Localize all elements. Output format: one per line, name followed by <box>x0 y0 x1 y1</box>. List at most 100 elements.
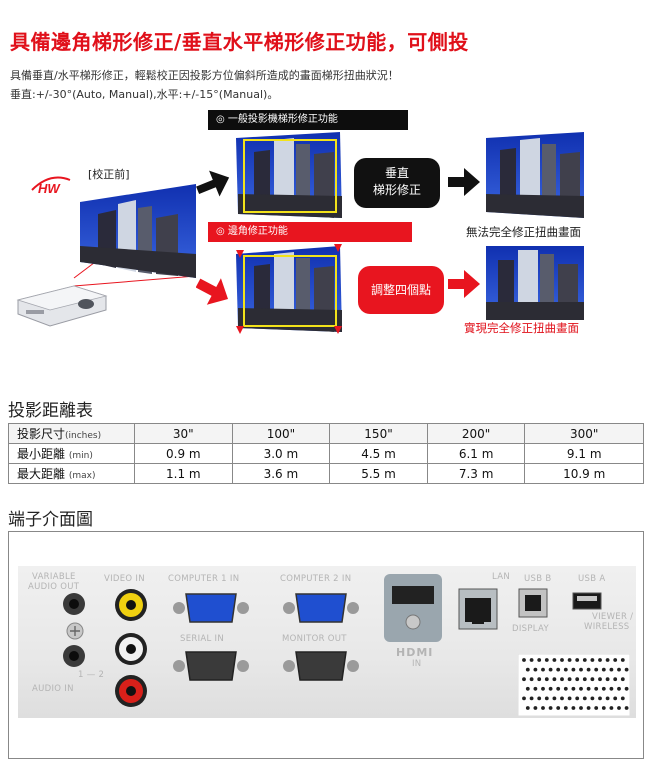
bubble-vertical-line-1: 垂直 <box>384 166 409 180</box>
vent-hole <box>560 677 564 682</box>
serial-in-port <box>173 651 249 681</box>
vent-hole <box>541 667 545 672</box>
row-label: 最小距離 (min) <box>8 443 135 464</box>
label-usb-a: USB A <box>578 574 606 584</box>
vent-hole <box>579 706 583 710</box>
arrow-right-red-icon <box>196 278 229 305</box>
bubble-vertical-keystone: 垂直 梯形修正 <box>354 158 440 208</box>
label-hdmi: HDMI <box>396 646 434 659</box>
row-label-text: 最大距離 <box>17 467 66 481</box>
vent-hole <box>613 696 618 701</box>
bubble-vertical-line-2: 梯形修正 <box>372 183 421 197</box>
vent-hole <box>598 677 602 682</box>
keystone-diagram: HW [校正前] ◎ 一般投影機梯形修正功能 ◎ 邊角修正功能 <box>0 106 650 396</box>
table-cell: 0.9 m <box>134 443 233 464</box>
vent-hole <box>548 686 553 691</box>
vent-hole <box>575 677 580 682</box>
vent-hole <box>579 686 583 691</box>
before-correction-label: [校正前] <box>88 168 130 181</box>
vent-hole <box>605 658 610 662</box>
caption-incomplete-correction: 無法完全修正扭曲畫面 <box>466 225 581 239</box>
row-label-unit: (min) <box>68 451 93 461</box>
table-cell: 7.3 m <box>426 463 526 484</box>
vent-hole <box>544 658 549 662</box>
hdmi-in-port <box>384 574 442 642</box>
vent-hole <box>620 696 625 701</box>
monitor-out-port <box>283 651 359 681</box>
table-header-cell: 投影尺寸(inches) <box>8 423 135 444</box>
vent-hole <box>575 696 580 701</box>
label-monitor-out: MONITOR OUT <box>282 634 347 644</box>
arrow-right-icon <box>196 170 230 197</box>
label-viewer: VIEWER / <box>592 612 634 622</box>
vent-hole <box>533 686 538 691</box>
vent-hole <box>556 686 561 691</box>
arrow-right-icon <box>448 168 480 196</box>
vent-hole <box>620 658 625 662</box>
vent-hole <box>598 696 602 701</box>
header-unit: (inches) <box>65 431 102 441</box>
vent-hole <box>586 667 591 672</box>
vent-hole <box>601 706 606 710</box>
vent-hole <box>563 706 568 710</box>
table-cell: 9.1 m <box>524 443 644 464</box>
vent-hole <box>571 706 576 710</box>
audio-in-red-rca-jack <box>115 675 147 707</box>
vent-hole <box>586 706 591 710</box>
table-header-cell: 30" <box>134 423 233 444</box>
vent-hole <box>529 677 534 682</box>
table-header-cell: 300" <box>524 423 644 444</box>
table-cell: 1.1 m <box>134 463 233 484</box>
vent-hole <box>548 667 553 672</box>
arrow-right-red-icon <box>448 270 480 298</box>
vent-hole <box>567 677 572 682</box>
vent-hole <box>571 667 576 672</box>
computer1-vga-port <box>173 593 249 623</box>
projector-illustration <box>16 285 108 327</box>
vent-hole <box>579 667 583 672</box>
table-cell: 6.1 m <box>426 443 526 464</box>
vent-hole <box>624 667 629 672</box>
audio-in-white-rca-jack <box>115 633 147 665</box>
vent-hole <box>594 667 599 672</box>
table-cell: 3.6 m <box>231 463 331 484</box>
vent-hole <box>609 667 614 672</box>
vent-hole <box>613 677 618 682</box>
vent-hole <box>601 686 606 691</box>
banner-corner-correction: ◎ 邊角修正功能 <box>208 222 412 242</box>
vent-hole <box>529 696 534 701</box>
screw-icon <box>66 622 84 640</box>
table-row: 最小距離 (min) 0.9 m 3.0 m 4.5 m 6.1 m 9.1 m <box>8 443 644 464</box>
label-video-in: VIDEO IN <box>104 574 145 584</box>
vent-hole <box>541 686 545 691</box>
ports-section-title: 端子介面圖 <box>8 510 93 530</box>
vent-hole <box>620 677 625 682</box>
row-label: 最大距離 (max) <box>8 463 135 484</box>
vent-hole <box>617 667 621 672</box>
page-title: 具備邊角梯形修正/垂直水平梯形修正功能，可側投 <box>10 30 469 54</box>
vent-hole <box>598 658 602 662</box>
row-label-text: 最小距離 <box>17 447 66 461</box>
result-image-incomplete <box>486 132 584 218</box>
vent-hole <box>533 706 538 710</box>
table-header-cell: 100" <box>231 423 331 444</box>
vent-hole <box>544 696 549 701</box>
label-display: DISPLAY <box>512 624 549 634</box>
brand-logo-icon: HW <box>31 176 71 196</box>
distorted-image-before <box>80 184 196 278</box>
vent-hole <box>548 706 553 710</box>
vent-hole <box>609 686 614 691</box>
vent-hole <box>522 696 526 701</box>
vent-hole <box>537 677 542 682</box>
corner-adjust-image <box>236 244 342 334</box>
vent-hole <box>586 686 591 691</box>
vent-hole <box>552 658 557 662</box>
label-hdmi-in: IN <box>412 659 422 669</box>
vent-hole <box>525 706 530 710</box>
vent-grille <box>518 654 630 716</box>
label-usb-b: USB B <box>524 574 552 584</box>
label-wireless: WIRELESS <box>584 622 630 632</box>
vent-hole <box>594 686 599 691</box>
caption-complete-correction: 實現完全修正扭曲畫面 <box>464 321 579 335</box>
vent-hole <box>624 686 629 691</box>
